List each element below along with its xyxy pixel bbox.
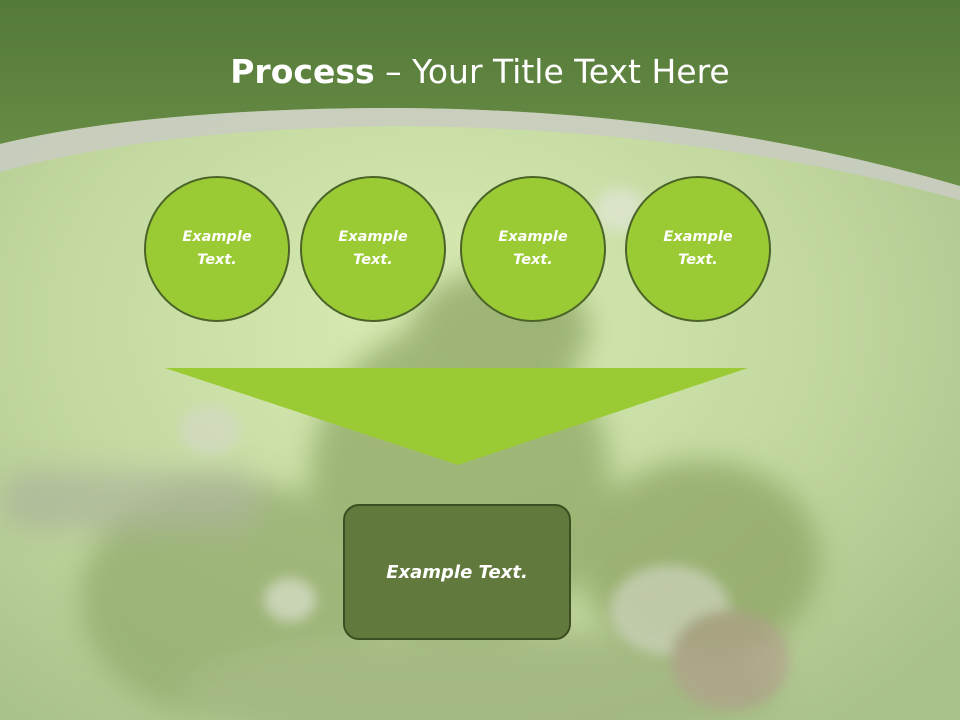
title-rest: – Your Title Text Here (374, 52, 730, 91)
process-step-text: Example Text. (663, 229, 733, 268)
process-step-text: Example Text. (338, 229, 408, 268)
process-step-text: Example Text. (182, 229, 252, 268)
funnel-triangle (165, 368, 748, 465)
process-step-1: Example Text. (144, 176, 290, 322)
title-bold: Process (230, 52, 375, 91)
result-box: Example Text. (343, 504, 571, 640)
slide-title: Process – Your Title Text Here (0, 52, 960, 91)
process-step-3: Example Text. (460, 176, 606, 322)
process-step-4: Example Text. (625, 176, 771, 322)
process-step-text: Example Text. (498, 229, 568, 268)
process-step-2: Example Text. (300, 176, 446, 322)
result-text: Example Text. (386, 561, 528, 583)
